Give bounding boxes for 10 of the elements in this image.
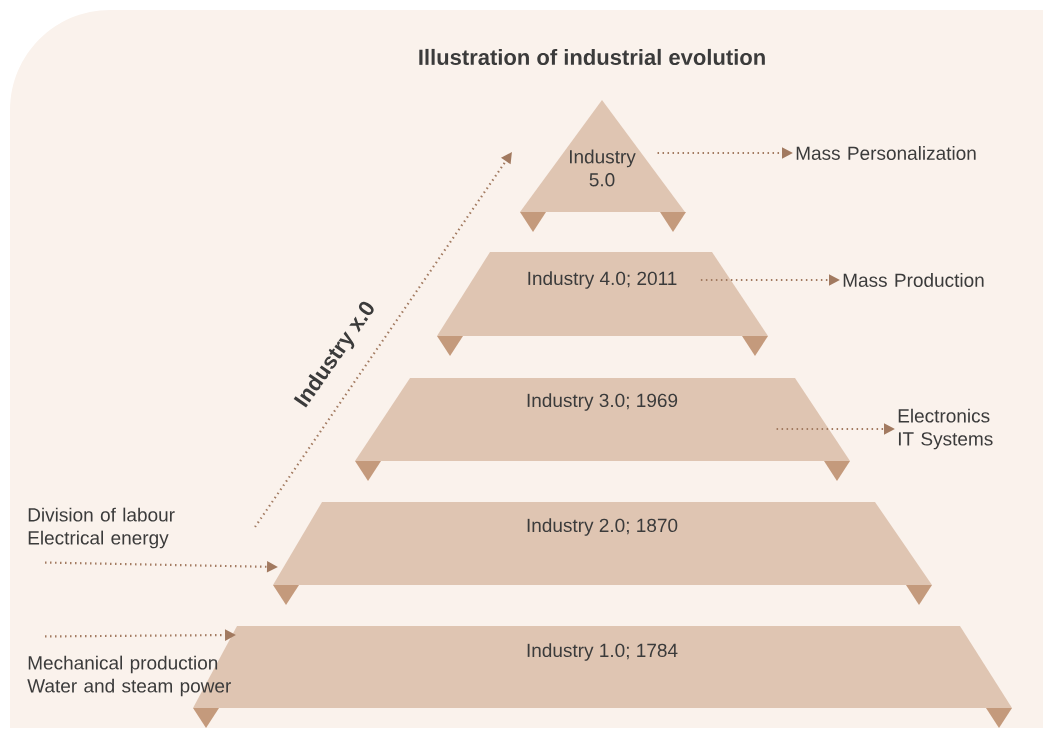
annotation-text: Mass Personalization: [796, 146, 976, 160]
annotation-text: Electronics IT Systems: [898, 408, 993, 450]
title: Illustration of industrial evolution: [419, 48, 765, 66]
annotation-text: Division of labour Electrical energy: [28, 507, 175, 549]
pyramid-level: Industry 2.0; 1870: [273, 502, 932, 605]
annotation-text: Mechanical production Water and steam power: [27, 655, 231, 697]
pyramid-level: Industry 3.0; 1969: [355, 378, 850, 481]
annotation-text: Mass Production: [843, 273, 984, 287]
pyramid-level: Industry 4.0; 2011: [437, 252, 768, 356]
pyramid-level: Industry 5.0: [520, 100, 686, 232]
